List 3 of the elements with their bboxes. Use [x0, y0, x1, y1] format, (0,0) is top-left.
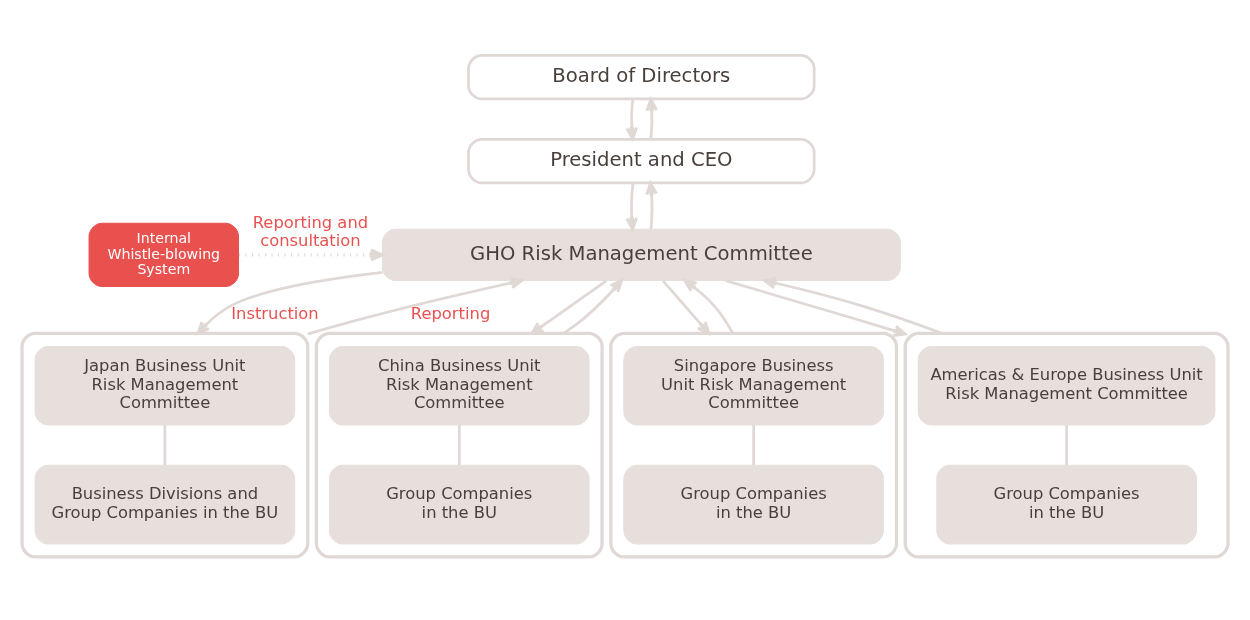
- edge-label: Reporting: [410, 303, 491, 323]
- edge-label: Instruction: [231, 303, 319, 323]
- edge-label: Reporting and consultation: [252, 212, 369, 250]
